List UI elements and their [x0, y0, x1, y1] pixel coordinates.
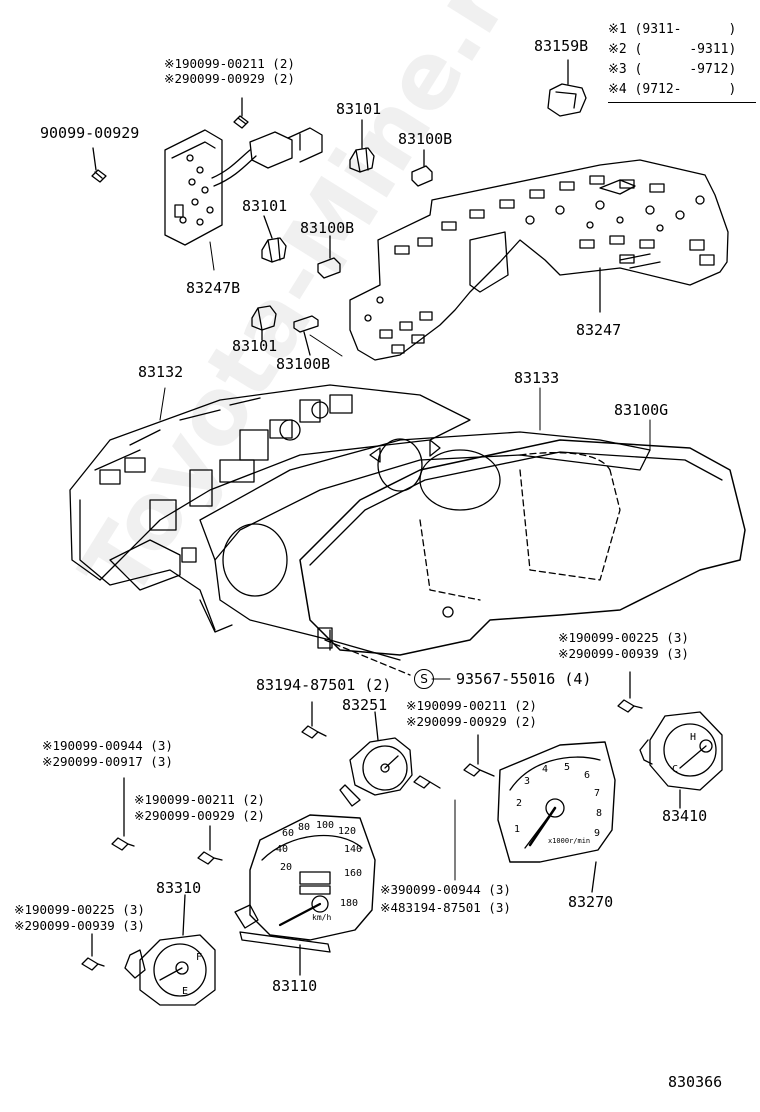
label-83101-a: 83101: [336, 100, 382, 118]
tacho-tick-3: 3: [524, 776, 531, 787]
label-83101-b: 83101: [242, 197, 288, 215]
label-83194-87501: 83194-87501 (2): [256, 676, 392, 694]
standard-part-symbol: S: [414, 669, 434, 689]
speedo-tick-140: 140: [344, 844, 363, 855]
tachometer-83270-drawing: [497, 741, 616, 893]
screw-drawings-mid: [81, 671, 643, 971]
label-83100b-c: 83100B: [276, 355, 331, 373]
tacho-tick-4: 4: [542, 764, 549, 775]
label-93567-55016: 93567-55016 (4): [456, 670, 592, 688]
speedo-tick-160: 160: [344, 868, 363, 879]
label-83310: 83310: [156, 879, 202, 897]
speedo-tick-60: 60: [282, 828, 295, 839]
label-left-screw-2: ※290099-00917 (3): [42, 754, 173, 769]
temp-mark-cold: C: [672, 764, 679, 775]
label-90099-00929: 90099-00929: [40, 124, 140, 142]
label-left2-screw-2: ※290099-00929 (2): [134, 808, 265, 823]
label-83251: 83251: [342, 696, 388, 714]
tacho-tick-7: 7: [594, 788, 601, 799]
label-mid-screw-2: ※290099-00929 (2): [406, 714, 537, 729]
date-range-legend: ※1 (9311- ) ※2 ( -9311) ※3 ( -9712) ※4 (…: [608, 20, 756, 103]
label-right-screw-1: ※190099-00225 (3): [558, 630, 689, 645]
speedo-tick-120: 120: [338, 826, 357, 837]
legend-row-1: ※1 (9311- ): [608, 22, 737, 37]
label-83100b-a: 83100B: [398, 130, 453, 148]
screw-drawings-top-left: [91, 97, 249, 183]
bulb-socket-drawings: [251, 119, 433, 356]
label-83132: 83132: [138, 363, 184, 381]
fuel-mark-empty: E: [182, 986, 189, 997]
tacho-tick-2: 2: [516, 798, 523, 809]
speedo-tick-80: 80: [298, 822, 311, 833]
label-screw-top-2: ※290099-00929 (2): [164, 71, 295, 86]
legend-underline: [608, 102, 756, 103]
speedo-tick-180: 180: [340, 898, 359, 909]
tacho-tick-9: 9: [594, 828, 601, 839]
tacho-unit: x1000r/min: [548, 837, 591, 845]
label-83100g: 83100G: [614, 401, 669, 419]
label-83133: 83133: [514, 369, 560, 387]
label-mid-screw-1: ※190099-00211 (2): [406, 698, 537, 713]
diagram-id: 830366: [668, 1073, 723, 1091]
gauge-83310-drawing: [124, 894, 216, 1006]
speedo-tick-40: 40: [276, 844, 289, 855]
label-83247: 83247: [576, 321, 622, 339]
speedo-tick-100: 100: [316, 820, 335, 831]
legend-row-4: ※4 (9712- ): [608, 82, 737, 97]
tacho-tick-1: 1: [514, 824, 521, 835]
gauge-83251-drawing: [339, 711, 413, 807]
speedometer-83110-drawing: [234, 814, 376, 976]
label-83100b-b: 83100B: [300, 219, 355, 237]
label-bottom-screw-2: ※483194-87501 (3): [380, 900, 511, 915]
label-ll-screw-2: ※290099-00939 (3): [14, 918, 145, 933]
label-83159b: 83159B: [534, 37, 589, 55]
gauge-83410-drawing: [639, 711, 723, 809]
label-bottom-screw-1: ※390099-00944 (3): [380, 882, 511, 897]
tacho-tick-8: 8: [596, 808, 603, 819]
speedo-unit: km/h: [312, 913, 332, 922]
temp-mark-hot: H: [690, 732, 697, 743]
combination-meter-housing-drawing: [69, 384, 746, 676]
label-83270: 83270: [568, 893, 614, 911]
tacho-tick-5: 5: [564, 762, 571, 773]
label-83110: 83110: [272, 977, 318, 995]
label-screw-top-1: ※190099-00211 (2): [164, 56, 295, 71]
label-left-screw-1: ※190099-00944 (3): [42, 738, 173, 753]
fuel-mark-full: F: [196, 952, 203, 963]
label-right-screw-2: ※290099-00939 (3): [558, 646, 689, 661]
label-83101-c: 83101: [232, 337, 278, 355]
label-left2-screw-1: ※190099-00211 (2): [134, 792, 265, 807]
tacho-tick-6: 6: [584, 770, 591, 781]
printed-circuit-plate-83247-drawing: [349, 159, 729, 361]
legend-row-2: ※2 ( -9311): [608, 42, 737, 57]
label-83410: 83410: [662, 807, 708, 825]
speedo-tick-20: 20: [280, 862, 293, 873]
part-83159b-drawing: [547, 59, 587, 117]
legend-row-3: ※3 ( -9712): [608, 62, 737, 77]
leader-lines: [159, 241, 651, 881]
bracket-83247b-drawing: [164, 127, 323, 246]
label-83247b: 83247B: [186, 279, 241, 297]
label-ll-screw-1: ※190099-00225 (3): [14, 902, 145, 917]
